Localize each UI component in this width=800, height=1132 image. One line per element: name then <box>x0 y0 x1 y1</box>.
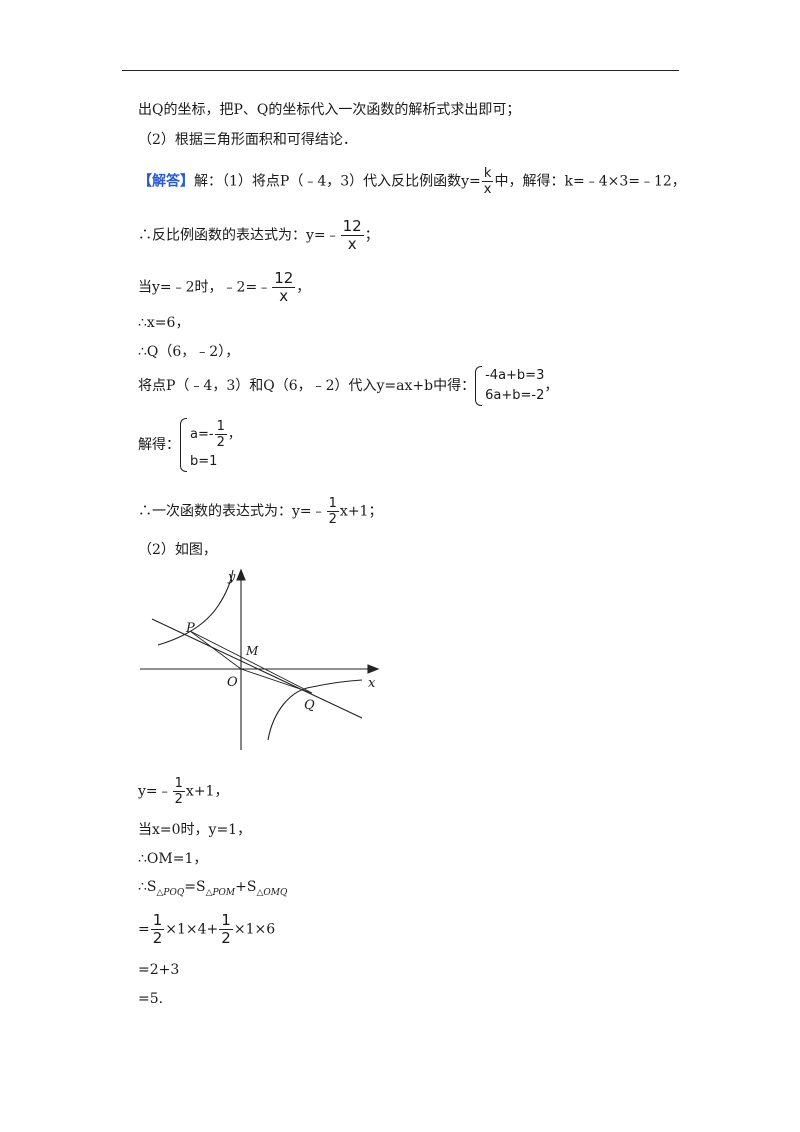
coordinate-figure: y x O P M Q <box>140 568 380 750</box>
label-p: P <box>185 621 195 636</box>
x-axis-arrow <box>367 664 380 674</box>
as-figure-line: （2）如图， <box>138 542 217 558</box>
answer-text-a: 解：（1）将点P（﹣4，3）代入反比例函数y= <box>194 173 481 190</box>
answer-tag: 【解答】 <box>138 173 194 190</box>
result-line: =5. <box>138 991 164 1007</box>
line-y-eq-neg-half-x-plus-1 <box>151 618 363 719</box>
segment-po <box>189 630 242 670</box>
text-line-1: 出Q的坐标，把P、Q的坐标代入一次函数的解析式求出即可； <box>138 102 521 118</box>
segment-oq <box>240 668 313 694</box>
hyperbola-upper-branch <box>157 569 234 646</box>
x-value-line: ∴x=6， <box>138 315 190 331</box>
label-x: x <box>368 676 376 691</box>
when-x-line: 当x=0时，y=1， <box>138 822 252 838</box>
sum-line: =2+3 <box>138 962 180 978</box>
answer-text-b: 中，解得：k=﹣4×3=﹣12， <box>494 173 686 190</box>
y-axis-arrow <box>236 568 246 581</box>
label-y: y <box>227 570 236 585</box>
label-o: O <box>227 675 238 690</box>
label-q: Q <box>304 698 315 713</box>
text-line-2: （2）根据三角形面积和可得结论． <box>138 132 357 148</box>
om-line: ∴OM=1， <box>138 851 208 867</box>
q-point-line: ∴Q（6，﹣2）， <box>138 344 240 360</box>
segment-pq <box>189 630 313 694</box>
area-sum-line: ∴S△POQ=S△POM+S△OMQ <box>138 879 288 898</box>
hyperbola-lower-branch <box>267 679 363 741</box>
label-m: M <box>245 644 259 658</box>
header-rule <box>122 70 679 71</box>
